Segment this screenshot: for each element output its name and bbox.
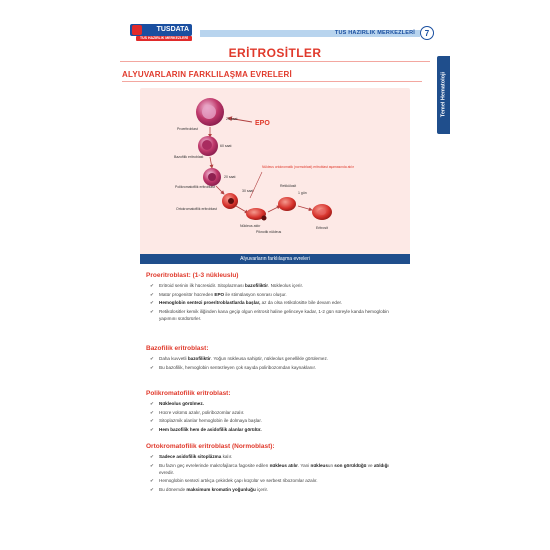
item-text: Sitoplazmik alanlar hemoglobin ile dolma… [159,418,262,423]
list-item: Retikülositler kemik iliğinden kana geçi… [150,308,390,322]
time-label-5: 1 gün [298,191,307,195]
nucleus-note: Nükleus ortokromatik (normoblast) eritro… [262,165,355,169]
bold-text: maksimum kromatin yoğunluğu [186,486,256,492]
side-tab: Temel Hematoloji [437,56,450,134]
retikulosit-label: Retikülosit [280,184,296,188]
list-item: Bu fazın geç evrelerinde makrofajlarca f… [150,462,390,476]
figure-caption: Alyuvarların farklılaşma evreleri [140,254,410,264]
time-label-2: 60 saat [220,144,232,148]
item-text: ve [366,462,374,468]
title-divider [120,61,430,62]
item-text: kalır. [221,454,233,459]
header-title: TUS HAZIRLIK MERKEZLERİ [334,30,415,36]
item-text: az da olsa retikülositte bile devam eder… [260,300,343,305]
heading-polikromatofilik: Polikromatofilik eritroblast: [146,390,231,397]
epo-label: EPO [255,120,270,127]
list-item: Sadece asidofilik sitoplâzma kalır. [150,453,390,460]
bold-text: son görüldüğü [334,462,367,468]
list-item: Hücre volümü azalır, poliribozomlar azal… [150,409,390,416]
list-item: Eritroid serinin ilk hücresidir. Sitopla… [150,282,390,289]
item-text: Retikülositler kemik iliğinden kana geçi… [159,308,389,321]
logo-subtitle: TUS HAZIRLIK MERKEZLERİ [136,36,192,41]
section-title: ALYUVARLARIN FARKLILAŞMA EVRELERİ [122,70,292,79]
item-text: Matür progenitör hücreden [159,291,215,297]
bold-text: atıldığı [373,462,389,468]
bold-text: nükleus [310,462,328,468]
bold-text: Hemoglobin sentezi proeritroblastlarda b… [159,300,261,305]
eritrosit-label: Eritrosit [316,226,328,230]
time-label-4: 30 saat [242,189,254,193]
heading-bazofilik: Bazofilik eritroblast: [146,345,209,352]
side-tab-label: Temel Hematoloji [440,71,447,118]
bold-text: EPO [214,291,225,297]
list-item: Hemoglobin sentezi artıkça çekirdek çapı… [150,477,390,484]
nukleus-atilir-label: Nükleus atılır [240,224,261,228]
item-text: ile stimülasyon sonrası oluşur. [224,291,287,297]
item-text: evredir. [159,469,175,475]
logo-text: TUSDATA [156,26,189,33]
list-polikromatofilik: Nükleolus görülmez. Hücre volümü azalır, … [150,400,390,434]
item-text: . Yoğun nükleusa sahiptir, nükleolus gen… [210,356,329,361]
list-proeritroblast: Eritroid serinin ilk hücresidir. Sitopla… [150,282,390,323]
ortokromatofilik-label: Ortokromatofilik eritroblast [176,207,217,211]
nukleus-atilir-cell [246,208,266,220]
bold-text: Nükleolus görülmez. [159,401,204,406]
item-text: Bu dönemde [159,486,187,492]
header-bar [200,30,420,37]
list-item: Sitoplazmik alanlar hemoglobin ile dolma… [150,417,390,424]
item-text: Hemoglobin sentezi artıkça çekirdek çapı… [159,478,318,483]
time-label-3: 20 saat [224,175,236,179]
page-number: 7 [420,26,434,40]
list-ortokromatofilik: Sadece asidofilik sitoplâzma kalır. Bu fa… [150,453,390,494]
item-text: içerir. [255,486,269,492]
item-text: Eritroid serinin ilk hücresidir. Sitopla… [159,283,246,288]
tusdata-logo: TUSDATA TUS HAZIRLIK MERKEZLERİ [130,24,192,42]
list-item: Bu dönemde maksimum kromatin yoğunluğu i… [150,486,390,493]
bold-text: Sadece asidofilik sitoplâzma [159,454,222,459]
differentiation-figure: EPO 20 saat Proeritroblast 60 saat Bazof… [140,88,410,263]
item-text: . Nükleolus içerir. [268,283,304,288]
item-text: un [327,462,335,468]
bold-text: Hem bazofilik hem de asidofilik alanlar … [159,426,262,432]
heading-proeritroblast: Proeritroblast: (1-3 nükleuslu) [146,272,239,279]
list-item: Matür progenitör hücreden EPO ile stimül… [150,291,390,298]
bazofilik-label: Bazofilik eritroblast [174,155,203,159]
logo-box: TUSDATA [130,24,192,36]
differentiation-diagram: EPO 20 saat Proeritroblast 60 saat Bazof… [174,98,355,234]
proeritroblast-label: Proeritroblast [177,127,198,131]
logo-mark-icon [132,25,142,35]
section-divider [122,81,422,82]
list-item: Bu bazofilik, hemoglobin sentezleyen çok… [150,364,390,371]
bold-text: nükleus atılır [269,462,298,468]
polikromatofilik-label: Polikromatofilik eritroblast [175,185,215,189]
list-item: Daha kuvvetli bazofiliktir. Yoğun nükleu… [150,355,390,362]
list-item: Hem bazofilik hem de asidofilik alanlar … [150,426,390,433]
heading-ortokromatofilik: Ortokromatofilik eritroblast (Normoblast… [146,443,275,450]
piknotik-label: Piknotik nükleus [256,230,282,234]
piknotik-nukleus [261,215,267,221]
item-text: Hücre volümü azalır, poliribozomlar azal… [159,409,245,415]
list-item: Hemoglobin sentezi proeritroblastlarda b… [150,299,390,306]
list-item: Nükleolus görülmez. [150,400,390,407]
item-text: Bu bazofilik, hemoglobin sentezleyen çok… [159,364,317,370]
item-text: Bu fazın geç evrelerinde makrofajlarca f… [159,462,270,468]
bold-text: bazofiliktir [245,283,269,288]
retikulosit-cell [278,197,296,211]
bold-text: bazofiliktir [187,356,211,361]
item-text: . Yani [297,462,311,468]
page-title: ERİTROSİTLER [228,46,322,60]
item-text: Daha kuvvetli [159,356,188,361]
time-label-1: 20 saat [226,117,238,121]
list-bazofilik: Daha kuvvetli bazofiliktir. Yoğun nükleu… [150,355,390,372]
